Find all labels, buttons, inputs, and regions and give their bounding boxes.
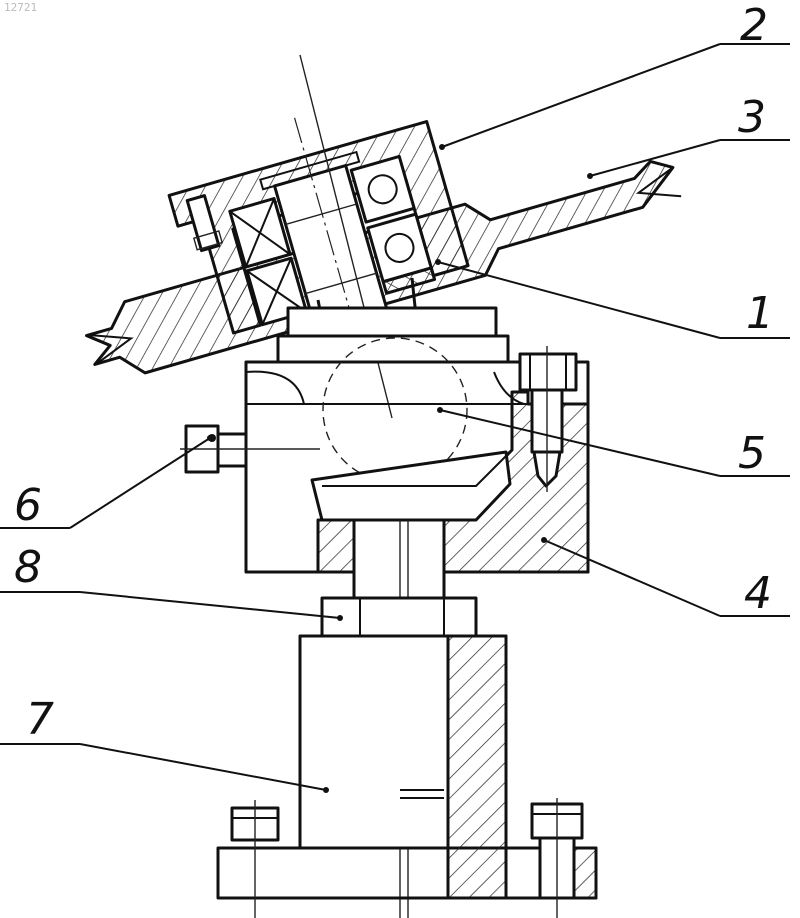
seat-arc-left — [246, 372, 304, 404]
callout-7: 7 — [0, 694, 329, 793]
base-plate — [218, 848, 448, 898]
callout-8: 8 — [0, 542, 343, 621]
support-block-hatched — [318, 520, 354, 572]
base-bolt-left — [232, 800, 278, 918]
callout-label-7: 7 — [26, 694, 54, 745]
callout-3: 3 — [587, 92, 790, 179]
callout-label-3: 3 — [738, 92, 766, 143]
upper-plate — [288, 308, 496, 336]
collar-nut — [322, 598, 476, 636]
callout-label-8: 8 — [14, 542, 42, 593]
base-bolt-right — [532, 798, 582, 918]
callout-label-2: 2 — [740, 0, 768, 51]
callout-label-1: 1 — [746, 288, 774, 339]
callout-label-5: 5 — [738, 428, 766, 479]
mid-plate — [278, 336, 508, 362]
pedestal-hatched-wall — [448, 636, 506, 898]
callout-label-6: 6 — [14, 480, 42, 531]
corner-code: 12721 — [4, 1, 37, 14]
side-adjusting-screw — [180, 426, 320, 472]
rotated-head — [45, 21, 700, 429]
column-shaft — [354, 520, 444, 598]
callout-label-4: 4 — [744, 568, 772, 619]
